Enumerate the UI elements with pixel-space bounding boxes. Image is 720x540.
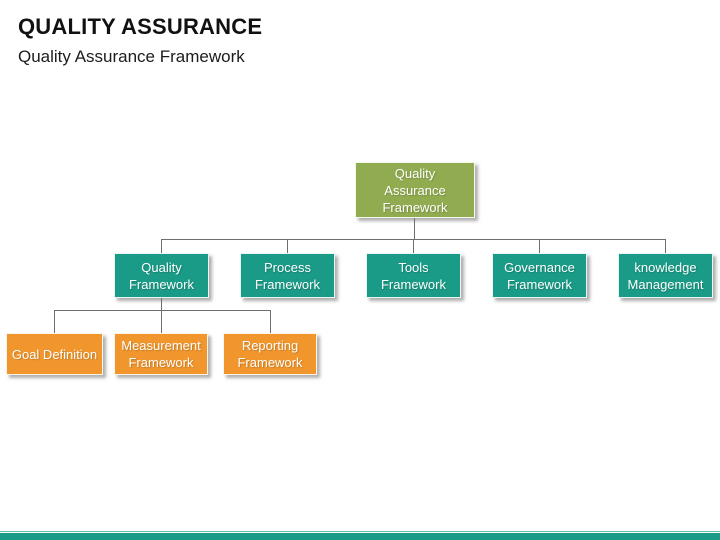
node-label: Tools Framework (380, 259, 446, 292)
connector-drop-measurement (161, 310, 162, 333)
node-label: Governance Framework (504, 259, 575, 292)
connector-quality-stem (161, 298, 162, 310)
node-label: Quality Assurance Framework (382, 165, 448, 215)
page-subtitle: Quality Assurance Framework (18, 47, 245, 66)
node-governance-framework: Governance Framework (492, 253, 587, 298)
connector-drop-process (287, 239, 288, 253)
node-label: Quality Framework (128, 259, 194, 292)
footer-accent-line (0, 530, 720, 532)
node-label: Measurement Framework (121, 338, 201, 370)
node-quality-assurance-framework: Quality Assurance Framework (355, 162, 475, 218)
connector-drop-quality (161, 239, 162, 253)
connector-level3-bus (54, 310, 270, 311)
node-label: Reporting Framework (237, 338, 303, 370)
page-title: QUALITY ASSURANCE (18, 14, 263, 39)
node-measurement-framework: Measurement Framework (114, 333, 208, 375)
node-label: knowledge Management (627, 259, 704, 292)
connector-drop-reporting (270, 310, 271, 333)
connector-drop-tools (413, 239, 414, 253)
node-goal-definition: Goal Definition (6, 333, 103, 375)
node-quality-framework: Quality Framework (114, 253, 209, 298)
node-process-framework: Process Framework (240, 253, 335, 298)
node-label: Goal Definition (11, 346, 98, 362)
node-label: Process Framework (254, 259, 320, 292)
connector-root-stem (414, 218, 415, 239)
node-knowledge-management: knowledge Management (618, 253, 713, 298)
connector-drop-knowledge (665, 239, 666, 253)
connector-drop-governance (539, 239, 540, 253)
footer-bar (0, 533, 720, 540)
connector-drop-goal (54, 310, 55, 333)
node-reporting-framework: Reporting Framework (223, 333, 317, 375)
node-tools-framework: Tools Framework (366, 253, 461, 298)
